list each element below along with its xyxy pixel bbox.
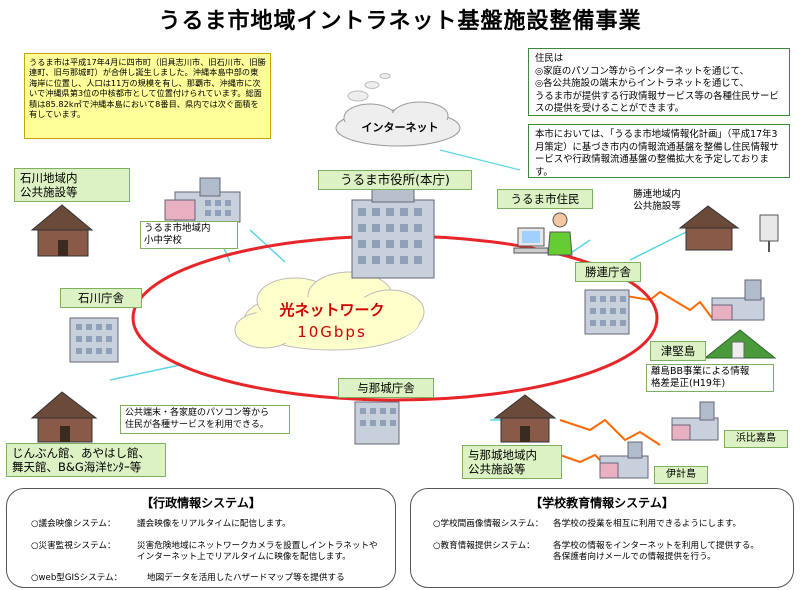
residents-label: うるま市住民: [497, 189, 593, 209]
optical-network-cloud: [234, 271, 425, 351]
resident-pc-icon: [513, 212, 573, 256]
school-panel-title: 【学校教育情報システム】: [530, 496, 674, 510]
katsuren-facility-icon: [678, 205, 779, 252]
school-system-panel: 【学校教育情報システム】 ○学校間画像情報システム： 各学校の授業を相互に利用で…: [410, 488, 794, 588]
residents-info-box: 住民は ◎家庭のパソコン等からインターネットを通じて、 ◎各公共施設の端末からイ…: [528, 48, 790, 116]
schools-label: うるま市地域内 小中学校: [140, 221, 238, 249]
admin-item-name: ○web型GISシステム：: [31, 573, 123, 583]
ishikawa-facility-icon: [30, 204, 94, 257]
admin-system-panel: 【行政情報システム】 ○議会映像システム： 議会映像をリアルタイムに配信します。…: [6, 488, 396, 588]
school-item-desc: 各学校の情報をインターネットを利用して提供する。 各保護者向けメールでの情報提供…: [553, 541, 759, 562]
yonashiro-facilities-label: 与那城地域内 公共施設等: [462, 445, 562, 479]
residents-line: うるま市が提供する行政情報サービス等の各種住民サービスの提供を受けることができま…: [535, 90, 779, 115]
admin-item-desc: 災害危険地域にネットワークカメラを設置しイントラネットや インターネット上でリア…: [137, 541, 378, 562]
school-item-name: ○学校間画像情報システム：: [433, 519, 544, 529]
yonashiro-office-icon: [354, 401, 400, 445]
admin-item-desc: 議会映像をリアルタイムに配信します。: [137, 519, 291, 529]
school-item-name: ○教育情報提供システム：: [433, 541, 535, 551]
link-internet-residents: [439, 149, 521, 171]
island-link-tsuken: [619, 290, 713, 319]
link-gushikawa: [109, 364, 181, 381]
ishikawa-facilities-label: 石川地域内 公共施設等: [14, 168, 130, 202]
admin-item-name: ○議会映像システム：: [31, 519, 116, 529]
katsuren-office-label: 勝連庁舎: [575, 262, 641, 282]
school-item-desc: 各学校の授業を相互に利用できるようにします。: [553, 519, 742, 529]
tsuken-school-icon: [711, 279, 765, 321]
gushikawa-facilities-label: じんぶん館、あやはし館、 舞天館、B&G海洋ｾﾝﾀｰ等: [6, 443, 166, 477]
link-katsuren: [629, 229, 691, 261]
ikei-school-icon: [599, 441, 649, 479]
tsuken-label: 津堅島: [650, 341, 706, 361]
yonashiro-office-label: 与那城庁舎: [338, 378, 434, 398]
island-link-hamahiga: [559, 418, 661, 446]
remote-island-note: 離島BB事業による情報 格差是正(H19年): [646, 364, 774, 392]
yonashiro-facility-icon: [493, 394, 557, 443]
ishikawa-office-label: 石川庁舎: [60, 288, 142, 308]
hamahiga-school-icon: [671, 401, 719, 441]
residents-line: ◎家庭のパソコン等からインターネットを通じて、: [535, 65, 749, 77]
school-building-icon: [164, 177, 241, 223]
page-title: うるま市地域イントラネット基盤施設整備事業: [158, 9, 642, 34]
ishikawa-office-icon: [69, 317, 119, 363]
gushikawa-facility-icon: [30, 391, 98, 443]
residents-line: ◎各公共施設の端末からイントラネットを通じて、: [535, 78, 749, 90]
katsuren-facilities-label: 勝連地域内 公共施設等: [633, 189, 681, 212]
plan-info-box: 本市においては、「うるま市地域情報化計画」（平成17年3月策定）に基づき市内の情…: [528, 124, 790, 178]
internet-cloud: [335, 73, 461, 147]
admin-item-desc: 地図データを活用したハザードマップ等を提供する: [147, 573, 345, 583]
katsuren-office-icon: [584, 289, 630, 335]
admin-panel-title: 【行政情報システム】: [141, 496, 261, 510]
network-speed: 10Gbps: [297, 323, 367, 341]
residents-line: 住民は: [535, 53, 564, 64]
intro-text-box: うるま市は平成17年4月に四市町（旧具志川市、旧石川市、旧勝連町、旧与那城町）が…: [24, 53, 271, 139]
city-hall-building-icon: [351, 187, 435, 279]
city-hall-label: うるま市役所(本庁): [318, 170, 472, 190]
internet-label: インターネット: [361, 121, 439, 134]
public-terminal-note: 公共端末・各家庭のパソコン等から 住民が各種サービスを利用できる。: [120, 405, 290, 434]
admin-item-name: ○災害監視システム：: [31, 541, 116, 551]
ikei-label: 伊計島: [654, 466, 708, 484]
tsuken-mountain-icon: [703, 329, 777, 359]
network-label: 光ネットワーク: [279, 301, 385, 319]
hamahiga-label: 浜比嘉島: [724, 430, 788, 448]
